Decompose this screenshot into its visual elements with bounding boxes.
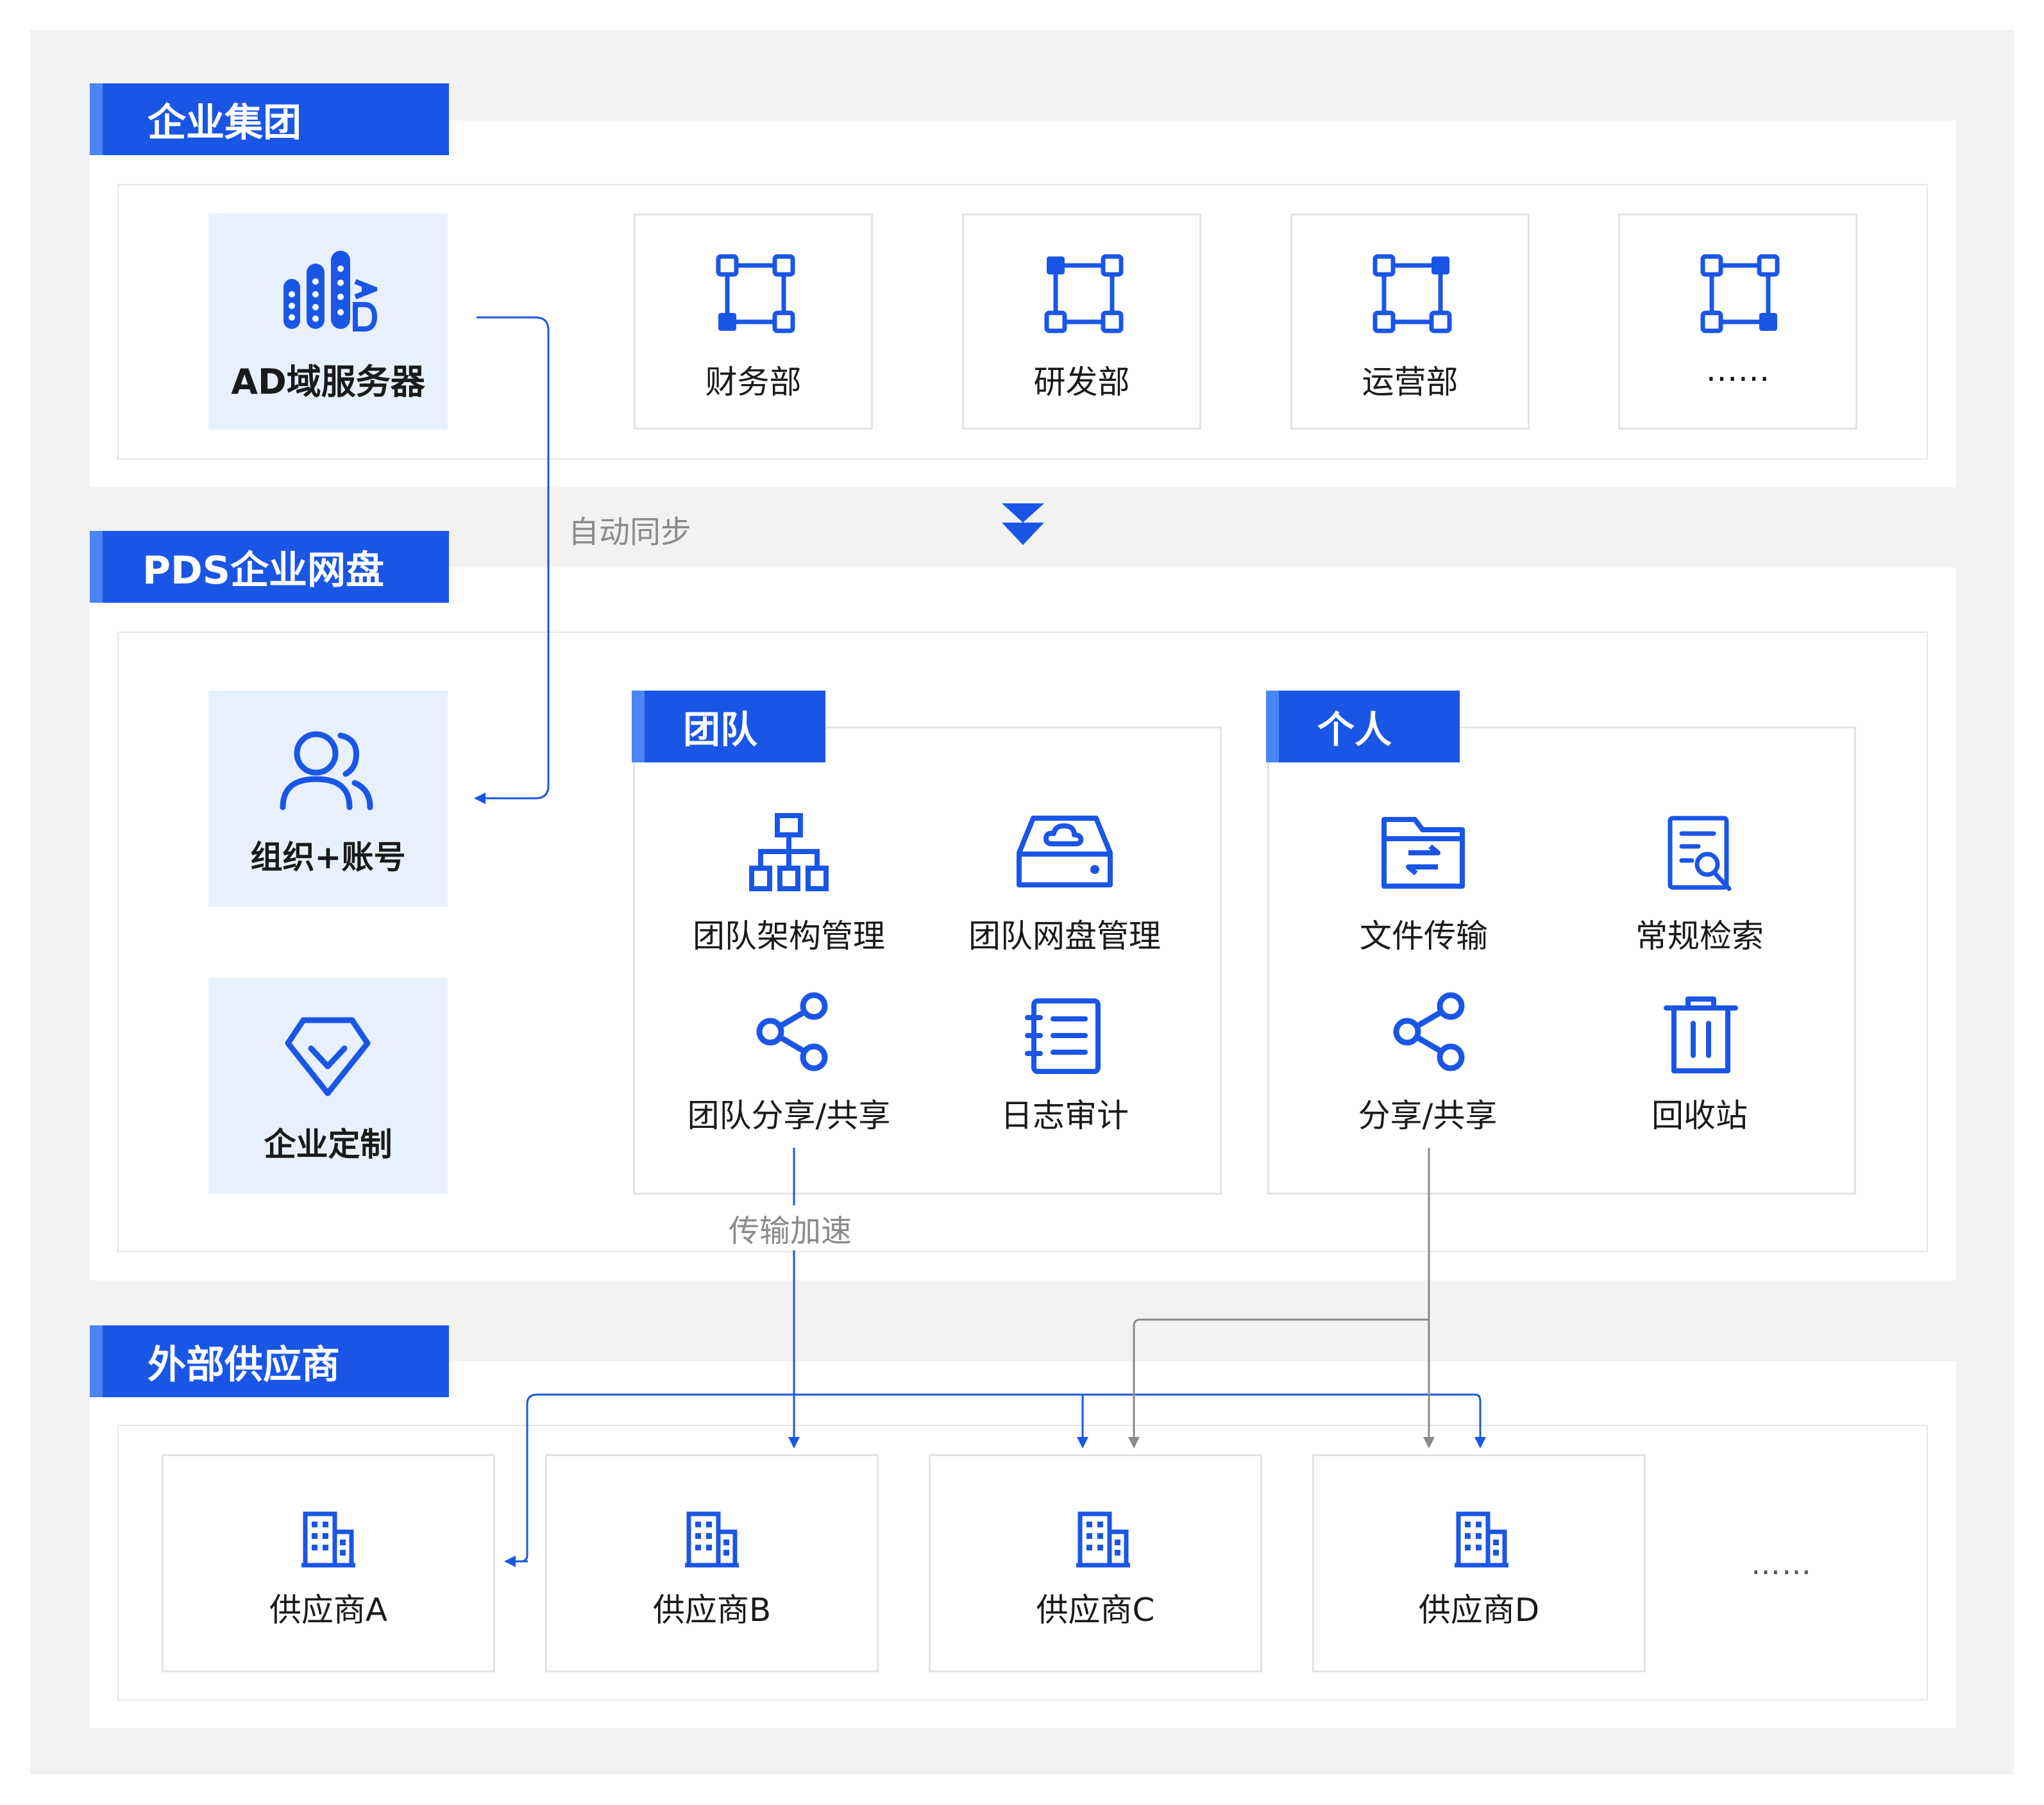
personal-box bbox=[1267, 726, 1856, 1195]
team-box bbox=[633, 726, 1222, 1195]
pds-section-title: PDS企业网盘 bbox=[142, 548, 384, 593]
department-card: 财务部 bbox=[634, 214, 873, 430]
department-label-more: …… bbox=[1705, 351, 1770, 389]
org-node-icon bbox=[1044, 254, 1124, 333]
department-label: 财务部 bbox=[705, 364, 802, 401]
share-icon bbox=[756, 992, 828, 1071]
enterprise-custom-card: 企业定制 bbox=[208, 978, 448, 1194]
enterprise-section-title: 企业集团 bbox=[148, 100, 301, 146]
team-item-label: 团队分享/共享 bbox=[687, 1097, 891, 1134]
team-item-label: 团队架构管理 bbox=[693, 918, 885, 955]
org-account-card: 组织+账号 bbox=[208, 691, 448, 907]
building-icon bbox=[301, 1511, 355, 1568]
org-account-label: 组织+账号 bbox=[250, 839, 406, 876]
suppliers-section-title: 外部供应商 bbox=[148, 1342, 340, 1388]
org-node-icon bbox=[716, 254, 795, 333]
supplier-distribution-connector bbox=[504, 1393, 1486, 1567]
search-doc-icon bbox=[1668, 816, 1732, 891]
personal-item-label: 常规检索 bbox=[1635, 918, 1764, 955]
personal-share-connector bbox=[1128, 1148, 1435, 1448]
down-arrow-icon bbox=[1002, 503, 1044, 545]
supplier-card: 供应商B bbox=[545, 1454, 879, 1672]
department-label: 研发部 bbox=[1033, 364, 1130, 401]
supplier-label: 供应商C bbox=[1036, 1591, 1155, 1629]
supplier-card: 供应商D bbox=[1312, 1454, 1646, 1672]
personal-item-label: 文件传输 bbox=[1360, 918, 1488, 955]
ad-server-label: AD域服务器 bbox=[231, 362, 425, 402]
personal-header: 个人 bbox=[1266, 691, 1460, 762]
department-card: 研发部 bbox=[962, 214, 1201, 430]
header-accent-strip bbox=[632, 691, 645, 762]
header-accent-strip bbox=[90, 83, 103, 155]
ad-server-card: AD域服务器 bbox=[208, 214, 448, 430]
header-accent-strip bbox=[1266, 691, 1279, 762]
log-audit-icon bbox=[1025, 998, 1101, 1074]
supplier-more: …… bbox=[1751, 1547, 1812, 1581]
building-icon bbox=[1455, 1511, 1508, 1568]
enterprise-custom-label: 企业定制 bbox=[264, 1126, 393, 1163]
building-icon bbox=[685, 1511, 739, 1568]
share-icon bbox=[1393, 992, 1465, 1071]
users-icon bbox=[280, 731, 373, 810]
ad-server-icon bbox=[283, 251, 377, 332]
team-title: 团队 bbox=[683, 708, 758, 751]
supplier-label: 供应商A bbox=[269, 1591, 388, 1629]
department-card: 运营部 bbox=[1290, 214, 1530, 430]
header-accent-strip bbox=[90, 531, 103, 603]
cloud-drive-icon bbox=[1017, 816, 1113, 887]
supplier-card: 供应商A bbox=[162, 1454, 495, 1672]
file-transfer-icon bbox=[1381, 817, 1465, 889]
sync-connector bbox=[474, 316, 550, 804]
personal-item-label: 分享/共享 bbox=[1358, 1097, 1498, 1134]
personal-title: 个人 bbox=[1317, 708, 1392, 751]
diamond-shield-icon bbox=[285, 1017, 371, 1096]
transfer-accel-label: 传输加速 bbox=[725, 1205, 856, 1250]
trash-icon bbox=[1664, 996, 1738, 1073]
org-chart-icon bbox=[749, 813, 829, 891]
header-accent-strip bbox=[90, 1325, 103, 1397]
team-header: 团队 bbox=[632, 691, 825, 762]
personal-item-label: 回收站 bbox=[1651, 1097, 1748, 1134]
building-icon bbox=[1076, 1511, 1130, 1568]
supplier-label: 供应商B bbox=[652, 1591, 772, 1629]
team-item-label: 日志审计 bbox=[1001, 1097, 1129, 1134]
supplier-label: 供应商D bbox=[1418, 1591, 1540, 1629]
supplier-card: 供应商C bbox=[929, 1454, 1262, 1672]
auto-sync-label: 自动同步 bbox=[564, 507, 696, 551]
team-item-label: 团队网盘管理 bbox=[968, 918, 1161, 955]
org-node-icon bbox=[1373, 254, 1452, 333]
suppliers-section-header: 外部供应商 bbox=[90, 1325, 449, 1397]
org-node-icon bbox=[1700, 254, 1780, 333]
enterprise-section-header: 企业集团 bbox=[90, 83, 449, 155]
department-label: 运营部 bbox=[1362, 364, 1458, 401]
department-card: …… bbox=[1618, 214, 1857, 430]
pds-section-header: PDS企业网盘 bbox=[90, 531, 449, 603]
